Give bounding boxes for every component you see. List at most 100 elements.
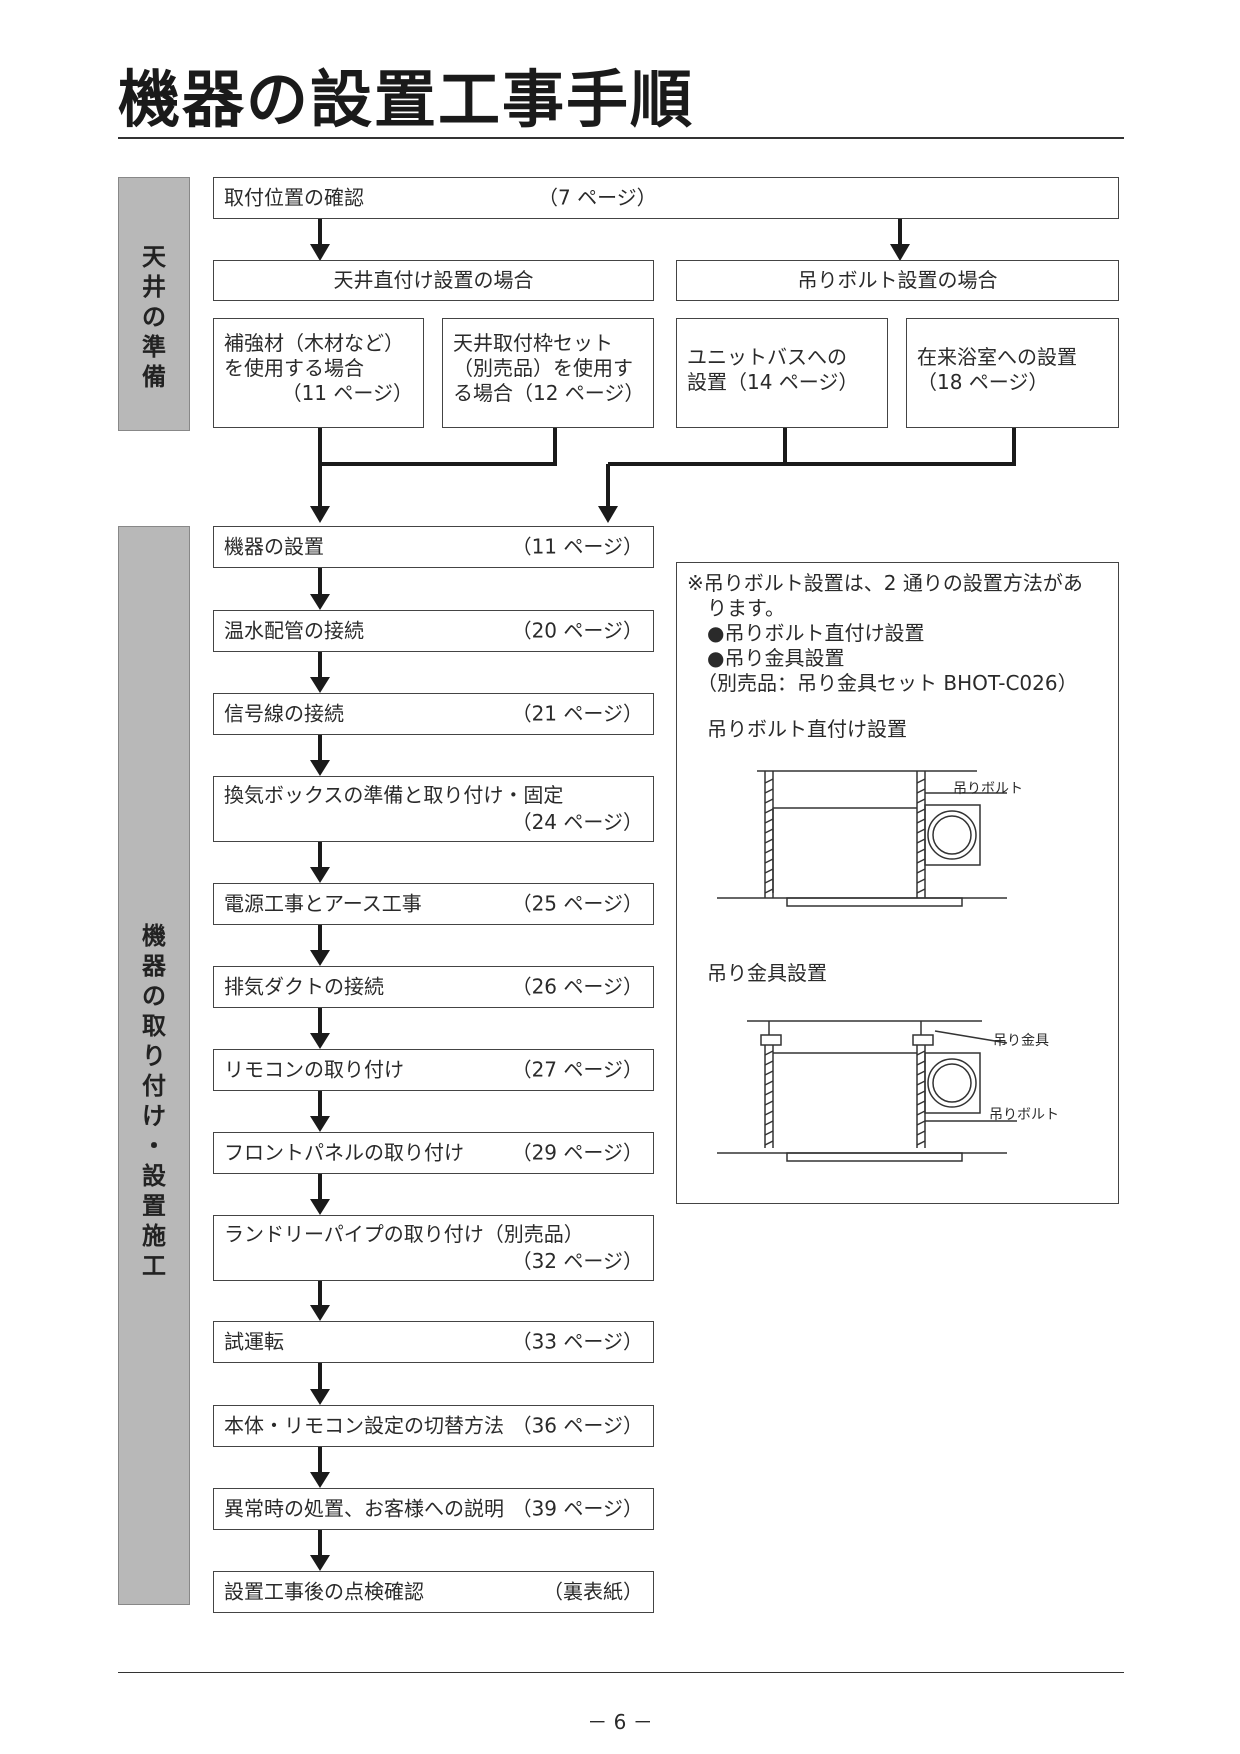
step-page: （33 ページ） [511, 1329, 643, 1354]
note-text: ※吊りボルト設置は、2 通りの設置方法があ ります。 ●吊りボルト直付け設置 ●… [687, 571, 1083, 696]
step-arrow-head [310, 1555, 330, 1571]
note-line: （別売品：吊り金具セット BHOT-C026） [687, 671, 1078, 695]
step-label: 異常時の処置、お客様への説明 [224, 1496, 504, 1521]
step-arrow-head [310, 1472, 330, 1488]
step-label: フロントパネルの取り付け [224, 1140, 464, 1165]
branch-ceiling-direct: 天井直付け設置の場合 [213, 260, 654, 301]
option-line: （18 ページ） [917, 370, 1049, 394]
step-arrow-head [310, 867, 330, 883]
step-box: 排気ダクトの接続（26 ページ） [213, 966, 654, 1008]
side-label-char: り [142, 1042, 166, 1070]
step-box: 設置工事後の点検確認 （裏表紙） [213, 1571, 654, 1613]
step-box: 機器の設置 （11 ページ） [213, 526, 654, 568]
title-rule [118, 137, 1124, 139]
option-line: ユニットバスへの [687, 345, 847, 369]
side-label-char: 器 [142, 952, 166, 980]
step-page: （21 ページ） [511, 701, 643, 726]
option-line: （別売品）を使用す [453, 356, 633, 380]
option-line: 天井取付枠セット [453, 331, 613, 355]
step-label: 取付位置の確認 [224, 185, 364, 210]
step-box: ランドリーパイプの取り付け（別売品） （32 ページ） [213, 1215, 654, 1281]
step-page: （20 ページ） [511, 618, 643, 643]
side-label-preparation: 天井の準備 [118, 177, 190, 431]
side-label-char: の [142, 303, 166, 331]
page-title: 機器の設置工事手順 [118, 63, 695, 136]
note-line: ※吊りボルト設置は、2 通りの設置方法があ [687, 571, 1083, 595]
option-line: を使用する場合 [224, 356, 364, 380]
side-label-char: 付 [142, 1072, 166, 1100]
side-label-char: 設 [142, 1162, 166, 1190]
diagram2-label-bolt: 吊りボルト [989, 1107, 1059, 1123]
option-line: る場合（12 ページ） [453, 381, 645, 405]
step-page: （11 ページ） [511, 534, 643, 559]
side-label-char: 施 [142, 1222, 166, 1250]
side-label-char: け [142, 1102, 166, 1130]
step-arrow-head [310, 1116, 330, 1132]
side-label-char: ・ [142, 1132, 166, 1160]
step-arrow-head [310, 677, 330, 693]
option-line: 在来浴室への設置 [917, 345, 1077, 369]
side-label-installation: 機器の取り付け・設置施工 [118, 526, 190, 1605]
option-reinforcement: 補強材（木材など） を使用する場合 （11 ページ） [213, 318, 424, 428]
step-box: 異常時の処置、お客様への説明 （39 ページ） [213, 1488, 654, 1530]
step-page: （24 ページ） [511, 810, 643, 834]
step-page: （39 ページ） [511, 1496, 643, 1521]
step-label: 電源工事とアース工事 [224, 891, 422, 916]
bracket-mount-diagram [717, 1020, 1017, 1162]
option-ceiling-frame-set: 天井取付枠セット （別売品）を使用す る場合（12 ページ） [442, 318, 654, 428]
option-unit-bath: ユニットバスへの 設置（14 ページ） [676, 318, 888, 428]
step-box: 温水配管の接続 （20 ページ） [213, 610, 654, 652]
step-box: 電源工事とアース工事 （25 ページ） [213, 883, 654, 925]
option-line: 設置（14 ページ） [687, 370, 859, 394]
step-box: リモコンの取り付け（27 ページ） [213, 1049, 654, 1091]
diagram2-label-bracket: 吊り金具 [993, 1033, 1049, 1049]
footer-rule [118, 1672, 1124, 1673]
diagram2-title: 吊り金具設置 [707, 961, 827, 985]
step-page: （25 ページ） [511, 891, 643, 916]
step-page: （29 ページ） [511, 1140, 643, 1165]
side-label-char: 機 [142, 922, 166, 950]
note-line: ります。 [687, 596, 785, 620]
diagram1-label: 吊りボルト [953, 781, 1023, 797]
branch-label: 天井直付け設置の場合 [333, 268, 534, 292]
step-arrow-head [310, 1199, 330, 1215]
step-label: 設置工事後の点検確認 [224, 1579, 424, 1604]
step-box: 換気ボックスの準備と取り付け・固定 （24 ページ） [213, 776, 654, 842]
side-label-char: 取 [142, 1012, 166, 1040]
side-label-char: の [142, 982, 166, 1010]
step-arrow-head [310, 594, 330, 610]
side-label-char: 井 [142, 273, 166, 301]
option-conventional-bath: 在来浴室への設置 （18 ページ） [906, 318, 1119, 428]
branch-hanging-bolt: 吊りボルト設置の場合 [676, 260, 1119, 301]
side-label-char: 天 [142, 243, 166, 271]
note-line: ●吊り金具設置 [687, 646, 845, 670]
option-line: 補強材（木材など） [224, 331, 404, 355]
step-box: 本体・リモコン設定の切替方法（36 ページ） [213, 1405, 654, 1447]
step-arrow-head [310, 1389, 330, 1405]
step-box: 信号線の接続（21 ページ） [213, 693, 654, 735]
step-arrow-head [310, 1033, 330, 1049]
step-arrow-head [310, 1305, 330, 1321]
step-box: 試運転 （33 ページ） [213, 1321, 654, 1363]
step-label: 排気ダクトの接続 [224, 974, 384, 999]
step-label: 試運転 [224, 1329, 284, 1354]
step-page: （36 ページ） [511, 1413, 643, 1438]
side-label-char: 工 [142, 1252, 166, 1280]
step-page: （裏表紙） [543, 1579, 643, 1604]
step-page: （32 ページ） [511, 1249, 643, 1273]
step-label: ランドリーパイプの取り付け（別売品） [224, 1222, 584, 1246]
bolt-direct-diagram [717, 770, 1007, 907]
diagram1-title: 吊りボルト直付け設置 [707, 717, 907, 741]
branch-label: 吊りボルト設置の場合 [797, 268, 998, 292]
option-line: （11 ページ） [281, 381, 413, 405]
step-label: 機器の設置 [224, 534, 324, 559]
step-label: 換気ボックスの準備と取り付け・固定 [224, 783, 564, 807]
side-label-char: 置 [142, 1192, 166, 1220]
step-check-position: 取付位置の確認 （7 ページ） [213, 177, 1119, 219]
page-number: － 6 － [587, 1710, 653, 1734]
side-label-char: 準 [142, 333, 166, 361]
step-box: フロントパネルの取り付け （29 ページ） [213, 1132, 654, 1174]
step-label: 温水配管の接続 [224, 618, 364, 643]
hanging-bolt-note: ※吊りボルト設置は、2 通りの設置方法があ ります。 ●吊りボルト直付け設置 ●… [676, 562, 1119, 1204]
